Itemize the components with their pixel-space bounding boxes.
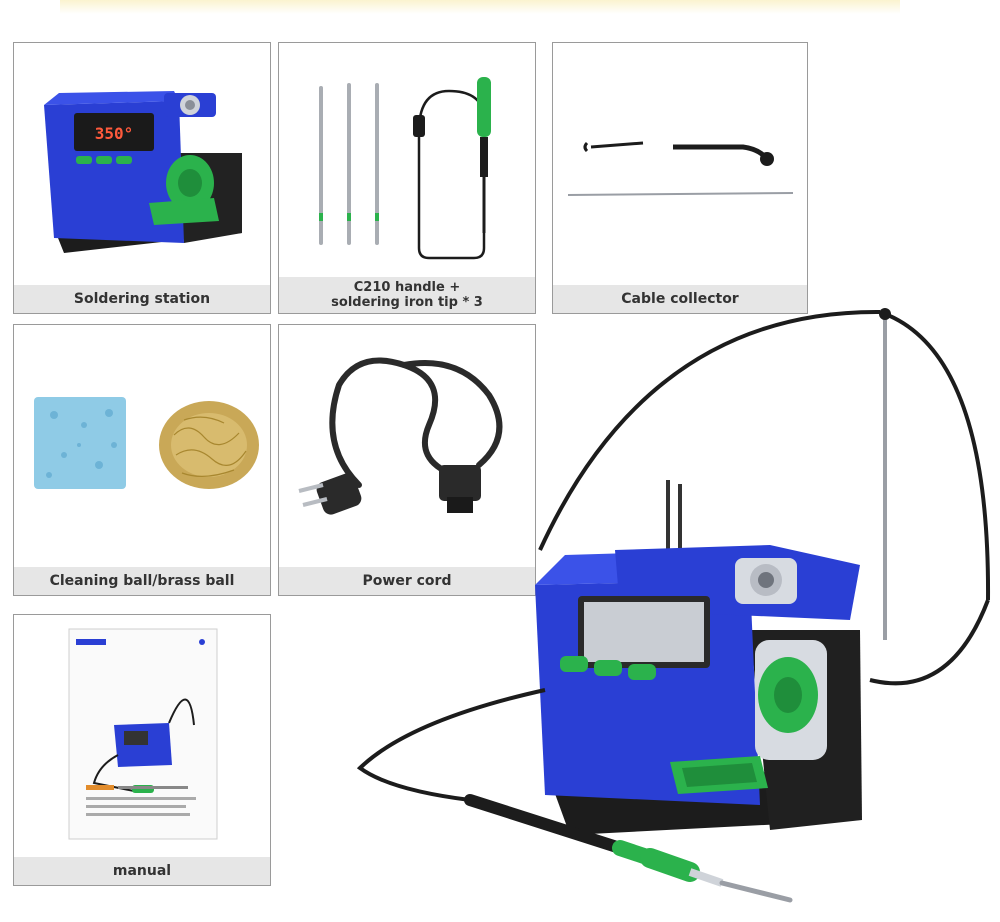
handle-tips-image	[279, 43, 535, 277]
caption-handle-line1: C210 handle +	[353, 280, 461, 295]
caption-cleaning: Cleaning ball/brass ball	[14, 567, 270, 595]
cleaning-image	[14, 325, 270, 567]
caption-cable-collector: Cable collector	[553, 285, 807, 313]
cable-collector-image	[553, 43, 807, 285]
card-cleaning: Cleaning ball/brass ball	[13, 324, 271, 596]
manual-image	[14, 615, 270, 857]
caption-handle-line2: soldering iron tip * 3	[331, 295, 483, 310]
top-banner-strip	[60, 0, 900, 14]
card-power-cord: Power cord	[278, 324, 536, 596]
caption-manual: manual	[14, 857, 270, 885]
power-cord-image	[279, 325, 535, 567]
card-soldering-station: 350° Soldering station	[13, 42, 271, 314]
card-handle-tips: C210 handle + soldering iron tip * 3	[278, 42, 536, 314]
hero-soldering-station-image	[350, 300, 1000, 922]
caption-handle-tips: C210 handle + soldering iron tip * 3	[279, 277, 535, 313]
caption-soldering-station: Soldering station	[14, 285, 270, 313]
card-cable-collector: Cable collector	[552, 42, 808, 314]
caption-power-cord: Power cord	[279, 567, 535, 595]
card-manual: manual	[13, 614, 271, 886]
soldering-station-image: 350°	[14, 43, 270, 285]
station-temperature: 350°	[95, 124, 134, 143]
